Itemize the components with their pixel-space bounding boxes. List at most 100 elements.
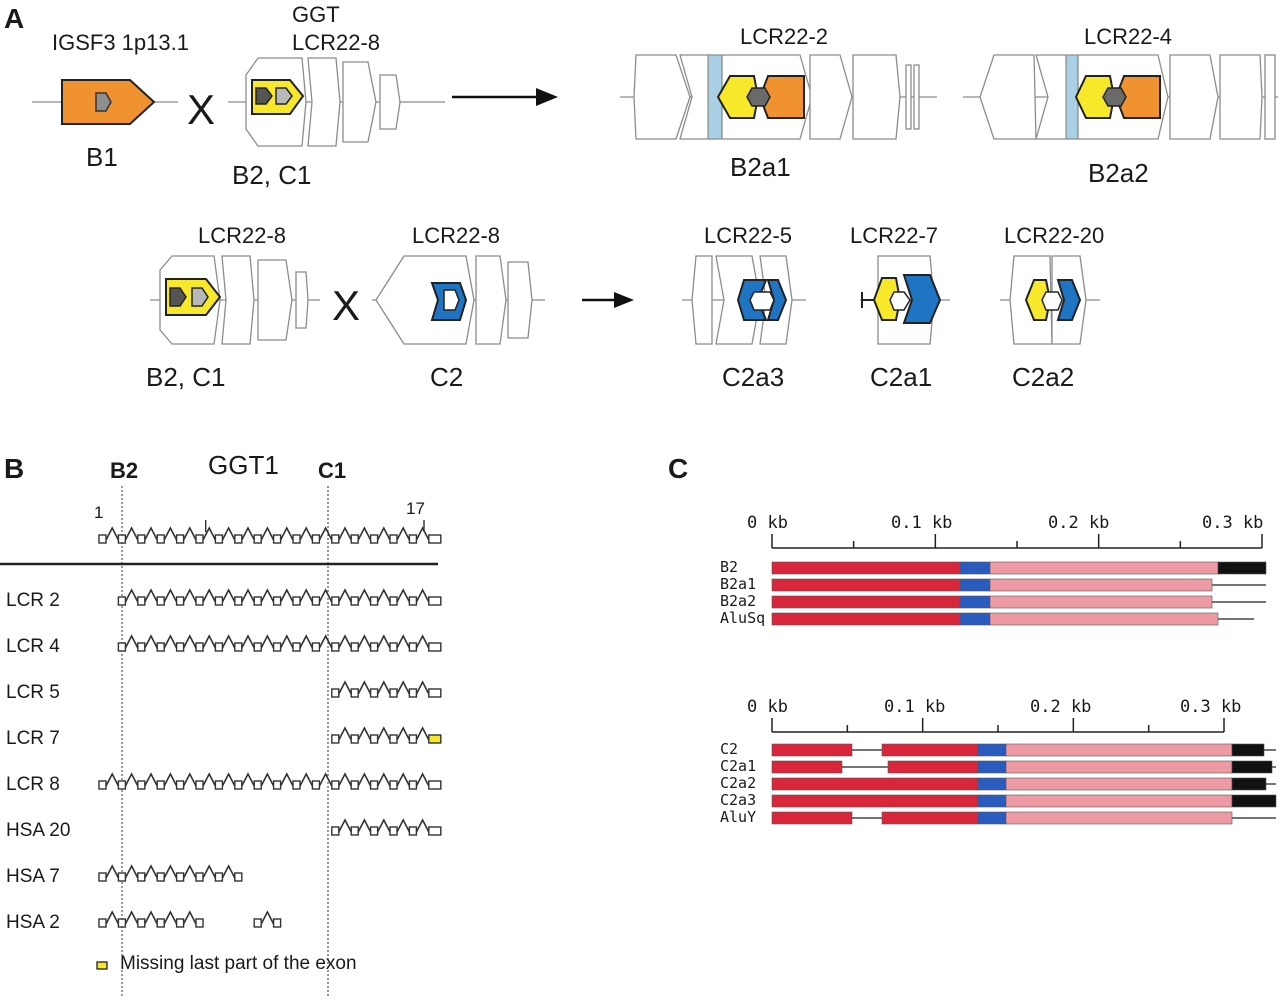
exon-box — [156, 780, 165, 790]
alignment-segment — [977, 794, 1007, 808]
igsf3-grey-element — [95, 92, 112, 112]
sequence-label: C2a1 — [720, 757, 756, 775]
exon-box — [292, 642, 301, 652]
exon-box — [428, 596, 442, 606]
lcr22-7-structure — [860, 255, 950, 345]
exon-box — [234, 642, 243, 652]
exon-box — [195, 918, 204, 928]
exon-box — [389, 734, 398, 744]
lcr22-8-structure-top — [228, 57, 445, 147]
sequence-label: C2a3 — [720, 791, 756, 809]
alignment-segment — [1231, 794, 1277, 808]
alignment-segment — [989, 612, 1219, 626]
exon-tracks — [98, 520, 442, 928]
exon-box — [195, 780, 204, 790]
exon-box — [311, 780, 321, 790]
exon-box — [175, 780, 185, 790]
lcr22-4-label: LCR22-4 — [1084, 24, 1172, 49]
exon-box — [292, 596, 301, 606]
c2a2-label: C2a2 — [1012, 362, 1074, 392]
alignment-segment — [977, 777, 1007, 791]
exon-box — [389, 780, 398, 790]
row-label-lcr7: LCR 7 — [6, 728, 60, 749]
exon-box — [428, 642, 442, 652]
exon-box — [272, 780, 282, 790]
exon-box — [253, 642, 262, 652]
lcr22-20-label: LCR22-20 — [1004, 223, 1104, 248]
lcr22-5-structure — [682, 255, 806, 345]
alignment-segment — [959, 595, 991, 609]
panel-b-letter: B — [4, 453, 24, 484]
exon-box — [175, 642, 185, 652]
exon-box — [428, 734, 442, 744]
alignment-segment — [989, 595, 1213, 609]
alignment-segment — [1005, 743, 1233, 757]
exon-box — [98, 534, 107, 544]
alignment-segment — [1005, 777, 1233, 791]
exon-box — [156, 872, 165, 882]
row-label-hsa2: HSA 2 — [6, 912, 60, 933]
alignment-segment — [977, 811, 1007, 825]
exon-box — [214, 642, 224, 652]
axis-tick-label: 0 kb — [747, 697, 788, 717]
exon-box — [156, 918, 165, 928]
exon-box — [350, 688, 359, 698]
alignment-segment — [989, 578, 1213, 592]
exon-box — [331, 642, 340, 652]
panel-c-letter: C — [668, 453, 688, 484]
b2c1-label-top: B2, C1 — [232, 160, 312, 190]
b2c1-label-row2: B2, C1 — [146, 362, 226, 392]
exon-box — [195, 534, 204, 544]
alignment-segment — [881, 743, 979, 757]
exon-box — [408, 534, 418, 544]
exon-box — [117, 596, 127, 606]
exon-track — [117, 588, 442, 606]
alignment-segment — [1005, 811, 1233, 825]
c2-label: C2 — [430, 362, 463, 392]
panel-a-letter: A — [4, 3, 24, 34]
exon-box — [350, 780, 359, 790]
sequence-label: B2a1 — [720, 575, 756, 593]
exon-box — [117, 642, 127, 652]
sequence-label: C2 — [720, 740, 738, 758]
lcr22-8-structure-row2 — [150, 255, 320, 345]
exon-box — [272, 918, 282, 928]
exon-box — [137, 642, 146, 652]
exon-box — [350, 642, 359, 652]
cross-symbol-2: X — [332, 282, 360, 329]
alignment-segment — [771, 578, 961, 592]
exon-box — [253, 596, 262, 606]
axis-tick-label: 0.1 kb — [891, 513, 952, 533]
exon-box — [408, 596, 418, 606]
exon-box — [408, 780, 418, 790]
sequence-label: B2a2 — [720, 592, 756, 610]
exon-box — [350, 826, 359, 836]
lcr22-2-label: LCR22-2 — [740, 24, 828, 49]
alignment-segment — [771, 561, 961, 575]
exon-box — [389, 688, 398, 698]
alignment-segment — [771, 595, 961, 609]
alignment-segment — [1231, 777, 1267, 791]
exon-box — [214, 534, 224, 544]
exon-track — [331, 726, 442, 744]
exon-box — [408, 826, 418, 836]
exon-track — [98, 526, 442, 544]
exon-box — [369, 534, 379, 544]
alignment-segment — [1231, 760, 1273, 774]
row-label-hsa20: HSA 20 — [6, 820, 70, 841]
c2a3-label: C2a3 — [722, 362, 784, 392]
exon-box — [408, 642, 418, 652]
sequence-label: B2 — [720, 558, 738, 576]
row-label-lcr2: LCR 2 — [6, 590, 60, 611]
exon-box — [214, 872, 224, 882]
exon-box — [137, 596, 146, 606]
exon-track — [117, 634, 442, 652]
exon-track — [331, 818, 442, 836]
exon-box — [117, 534, 127, 544]
b2a2-label: B2a2 — [1088, 158, 1149, 188]
exon-box — [331, 596, 340, 606]
legend-text: Missing last part of the exon — [120, 953, 357, 974]
exon-box — [408, 688, 418, 698]
c1-breakpoint-label: C1 — [318, 458, 346, 483]
